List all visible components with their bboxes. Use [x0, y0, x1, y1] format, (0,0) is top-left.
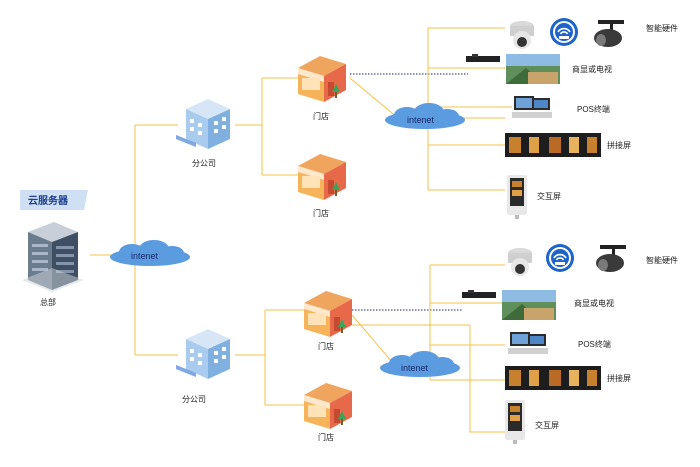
splice-screen-icon — [505, 366, 601, 390]
branch-building-icon — [176, 329, 230, 379]
branch2-cloud: intenet — [380, 351, 460, 377]
router-icon — [549, 17, 579, 47]
tv-icon — [466, 54, 560, 84]
main-cloud-label: intenet — [131, 251, 159, 261]
splice-screen-icon — [505, 133, 601, 157]
store-label: 门店 — [318, 341, 334, 351]
pos-icon — [508, 332, 548, 354]
kiosk-icon — [507, 175, 527, 219]
kiosk-label: 交互屏 — [537, 191, 561, 201]
line-bottom-kiosk — [469, 325, 505, 433]
pos-label: POS终端 — [577, 104, 610, 114]
line-branch2-stores — [235, 309, 304, 406]
camera-icon — [510, 21, 534, 49]
branch-label: 分公司 — [182, 395, 206, 404]
branch-label: 分公司 — [192, 159, 216, 168]
cloud-server-node: 云服务器 总部 — [20, 190, 88, 307]
store-node-2: 门店 — [298, 154, 346, 218]
branch-node-2: 分公司 — [176, 329, 230, 404]
store-label: 门店 — [313, 111, 329, 121]
branch2-cloud-label: intenet — [401, 363, 429, 373]
branch1-cloud-label: intenet — [407, 115, 435, 125]
camera-icon — [508, 248, 532, 276]
hq-building-icon — [22, 222, 84, 292]
line-branch1-stores — [235, 77, 298, 176]
branch-node-1: 分公司 — [176, 99, 230, 168]
store-icon — [304, 291, 352, 337]
pos-icon — [512, 96, 552, 118]
store-node-1: 门店 — [298, 56, 346, 121]
kiosk-label: 交互屏 — [535, 420, 559, 430]
projector-icon — [596, 245, 626, 272]
branch1-cloud: intenet — [385, 103, 465, 129]
store-node-4: 门店 — [304, 383, 352, 442]
line-store3-cloud — [351, 314, 393, 363]
smart-hw-label: 智能硬件 — [646, 23, 678, 33]
store-icon — [298, 56, 346, 102]
server-banner-label: 云服务器 — [28, 194, 69, 207]
device-group-2: 智能硬件 商显或电视 POS终端 拼接屏 交互屏 — [462, 243, 678, 444]
splice-label: 拼接屏 — [607, 373, 631, 383]
line-store1-cloud — [349, 77, 399, 119]
store-node-3: 门店 — [304, 291, 352, 351]
projector-icon — [594, 20, 624, 47]
connection-lines — [90, 27, 512, 433]
device-group-1: 智能硬件 商显或电视 POS终端 拼接屏 交互屏 — [466, 17, 678, 219]
kiosk-icon — [505, 400, 525, 444]
splice-label: 拼接屏 — [607, 140, 631, 150]
store-label: 门店 — [313, 208, 329, 218]
router-icon — [545, 243, 575, 273]
signage-label: 商显或电视 — [574, 298, 614, 308]
hq-label: 总部 — [40, 297, 56, 307]
smart-hw-label: 智能硬件 — [646, 255, 678, 265]
server-banner — [20, 190, 88, 210]
store-icon — [298, 154, 346, 200]
branch-building-icon — [176, 99, 230, 149]
tv-icon — [462, 290, 556, 320]
signage-label: 商显或电视 — [572, 64, 612, 74]
store-icon — [304, 383, 352, 429]
pos-label: POS终端 — [578, 339, 611, 349]
store-label: 门店 — [318, 432, 334, 442]
main-cloud: intenet — [110, 240, 190, 266]
